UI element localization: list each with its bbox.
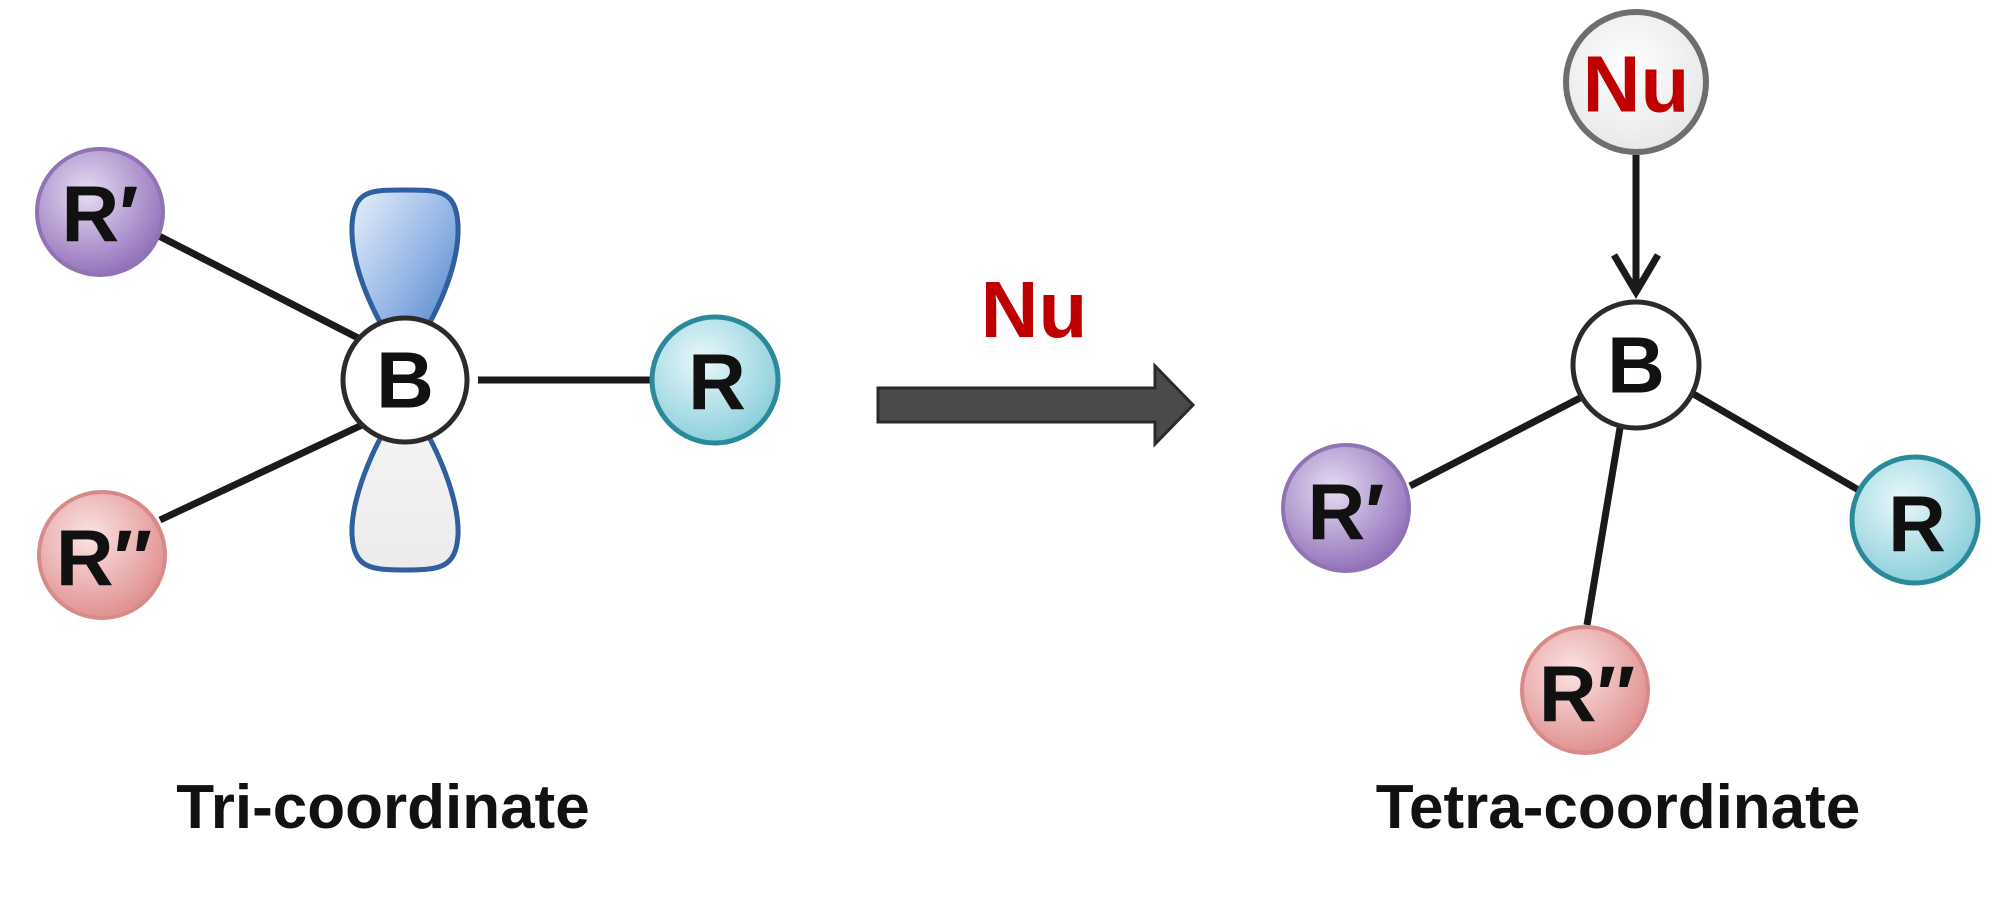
boron-atom: [340, 315, 470, 445]
boron-atom-right: [1570, 299, 1702, 431]
bond-b-r-right: [1688, 388, 1864, 496]
r-atom-right: [1849, 454, 1981, 586]
reagent-label: Nu: [981, 265, 1088, 354]
r-prime-atom: [35, 147, 165, 277]
p-orbital-bottom-lobe: [349, 396, 461, 573]
nucleophile-label: Nu: [1583, 40, 1690, 129]
boron-label: B: [376, 336, 434, 425]
r-double-prime-atom: [37, 490, 167, 620]
r-label-right: R: [1888, 480, 1946, 569]
r-label: R: [688, 338, 746, 427]
tetra-coordinate-caption: Tetra-coordinate: [1376, 773, 1861, 842]
r-double-prime-label: R′′: [56, 514, 152, 603]
bond-b-r-prime-right: [1408, 394, 1582, 490]
bond-b-r-double-prime-right: [1583, 427, 1624, 626]
bond-b-r-double-prime: [158, 421, 364, 524]
boron-label-right: B: [1607, 321, 1665, 410]
reaction-arrow: [876, 362, 1196, 448]
tri-coordinate-structure: B R′ R′′ R Tri-coordinate: [35, 147, 781, 842]
tetra-coordinate-structure: Nu B R′ R′′ R Tetra-coordinate: [1281, 9, 1981, 842]
r-prime-label: R′: [62, 170, 139, 259]
bond-b-r-prime: [155, 231, 364, 344]
r-prime-label-right: R′: [1308, 468, 1385, 557]
nucleophile-atom: [1563, 9, 1709, 155]
r-prime-atom-right: [1281, 443, 1411, 573]
tri-coordinate-caption: Tri-coordinate: [176, 773, 589, 842]
r-double-prime-label-right: R′′: [1539, 650, 1635, 739]
p-orbital-top-lobe: [349, 187, 461, 364]
dative-arrowhead: [1610, 253, 1662, 299]
reaction-arrow-group: Nu: [876, 265, 1196, 448]
r-atom: [649, 314, 781, 446]
r-double-prime-atom-right: [1520, 625, 1650, 755]
